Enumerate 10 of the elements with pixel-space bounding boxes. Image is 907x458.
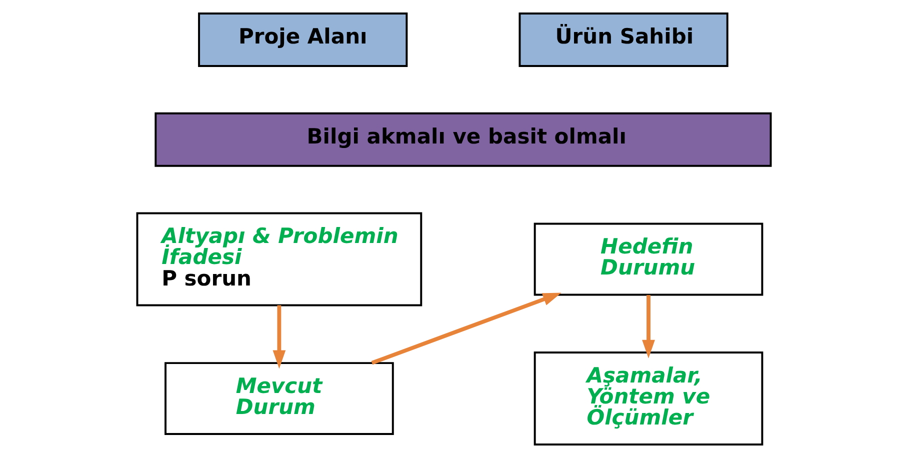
arrow — [642, 295, 654, 358]
arrow — [370, 292, 561, 365]
node-box: Ürün Sahibi — [518, 12, 728, 68]
node-box: Aşamalar, Yöntem ve Ölçümler — [533, 352, 763, 446]
node-box: Hedefin Durumu — [533, 222, 763, 296]
node-box: Proje Alanı — [198, 12, 408, 68]
node-box: Bilgi akmalı ve basit olmalı — [154, 112, 772, 167]
arrow — [272, 305, 286, 369]
node-box: Altyapı & Problemin İfadesi P sorun — [136, 212, 422, 306]
node-box: Mevcut Durum — [164, 362, 394, 436]
